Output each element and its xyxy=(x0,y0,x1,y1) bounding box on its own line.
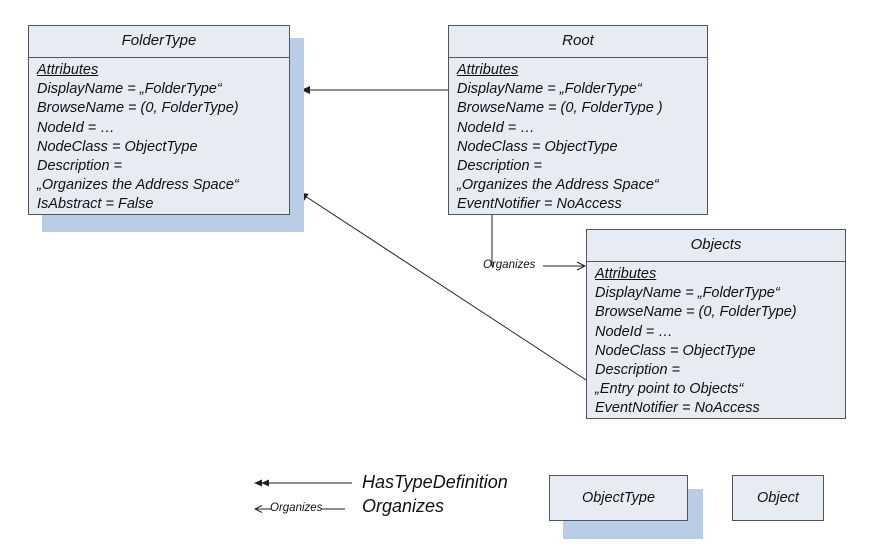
attribute-description-value: „Organizes the Address Space“ xyxy=(37,177,239,194)
legend-object-box: Object xyxy=(732,475,824,521)
attribute-event-notifier: EventNotifier = NoAccess xyxy=(457,196,622,213)
double-arrowhead-icon xyxy=(301,86,310,94)
attribute-event-notifier: EventNotifier = NoAccess xyxy=(595,400,760,417)
attribute-description-label: Description = xyxy=(37,158,123,175)
attribute-node-id: NodeId = … xyxy=(457,119,535,136)
attribute-description-label: Description = xyxy=(595,362,681,379)
attribute-description-value: „Entry point to Objects“ xyxy=(595,381,744,398)
attribute-node-id: NodeId = … xyxy=(37,119,115,136)
legend-organizes-arrow-label: Organizes xyxy=(270,502,323,514)
double-arrowhead-icon xyxy=(254,479,262,487)
legend-organizes-text: Organizes xyxy=(362,496,445,516)
attribute-description-value: „Organizes the Address Space“ xyxy=(457,177,659,194)
foldertype-title: FolderType xyxy=(29,26,289,58)
attribute-browse-name: BrowseName = (0, FolderType ) xyxy=(457,100,663,117)
attribute-browse-name: BrowseName = (0, FolderType) xyxy=(37,100,239,117)
legend-hastypedefinition-text: HasTypeDefinition xyxy=(362,472,508,492)
attribute-display-name: DisplayName = „FolderType“ xyxy=(457,81,642,98)
objects-title: Objects xyxy=(587,230,845,262)
legend-object-label: Object xyxy=(757,490,799,506)
attribute-description-label: Description = xyxy=(457,158,543,175)
attribute-is-abstract: IsAbstract = False xyxy=(37,196,154,213)
foldertype-node[interactable]: FolderType Attributes DisplayName = „Fol… xyxy=(28,25,290,215)
attribute-node-class: NodeClass = ObjectType xyxy=(457,138,618,155)
attribute-node-class: NodeClass = ObjectType xyxy=(37,138,198,155)
objects-attributes: Attributes DisplayName = „FolderType“ Br… xyxy=(587,262,845,419)
attribute-display-name: DisplayName = „FolderType“ xyxy=(37,81,222,98)
objects-node[interactable]: Objects Attributes DisplayName = „Folder… xyxy=(586,229,846,419)
attribute-node-class: NodeClass = ObjectType xyxy=(595,342,756,359)
root-attributes: Attributes DisplayName = „FolderType“ Br… xyxy=(449,58,707,215)
root-node[interactable]: Root Attributes DisplayName = „FolderTyp… xyxy=(448,25,708,215)
attributes-header: Attributes xyxy=(595,266,657,282)
objects-hastypedefinition-line xyxy=(301,193,587,381)
attributes-header: Attributes xyxy=(37,62,99,78)
organizes-edge-label: Organizes xyxy=(483,259,536,271)
attributes-header: Attributes xyxy=(457,62,519,78)
foldertype-attributes: Attributes DisplayName = „FolderType“ Br… xyxy=(29,58,289,215)
root-title: Root xyxy=(449,26,707,58)
attribute-node-id: NodeId = … xyxy=(595,323,673,340)
open-arrowhead-icon xyxy=(253,505,263,513)
legend-objecttype-box: ObjectType xyxy=(549,475,688,521)
attribute-display-name: DisplayName = „FolderType“ xyxy=(595,285,780,302)
attribute-browse-name: BrowseName = (0, FolderType) xyxy=(595,304,797,321)
open-arrowhead-icon xyxy=(576,261,587,271)
legend-objecttype-label: ObjectType xyxy=(581,490,656,506)
double-arrowhead-icon xyxy=(261,479,269,487)
